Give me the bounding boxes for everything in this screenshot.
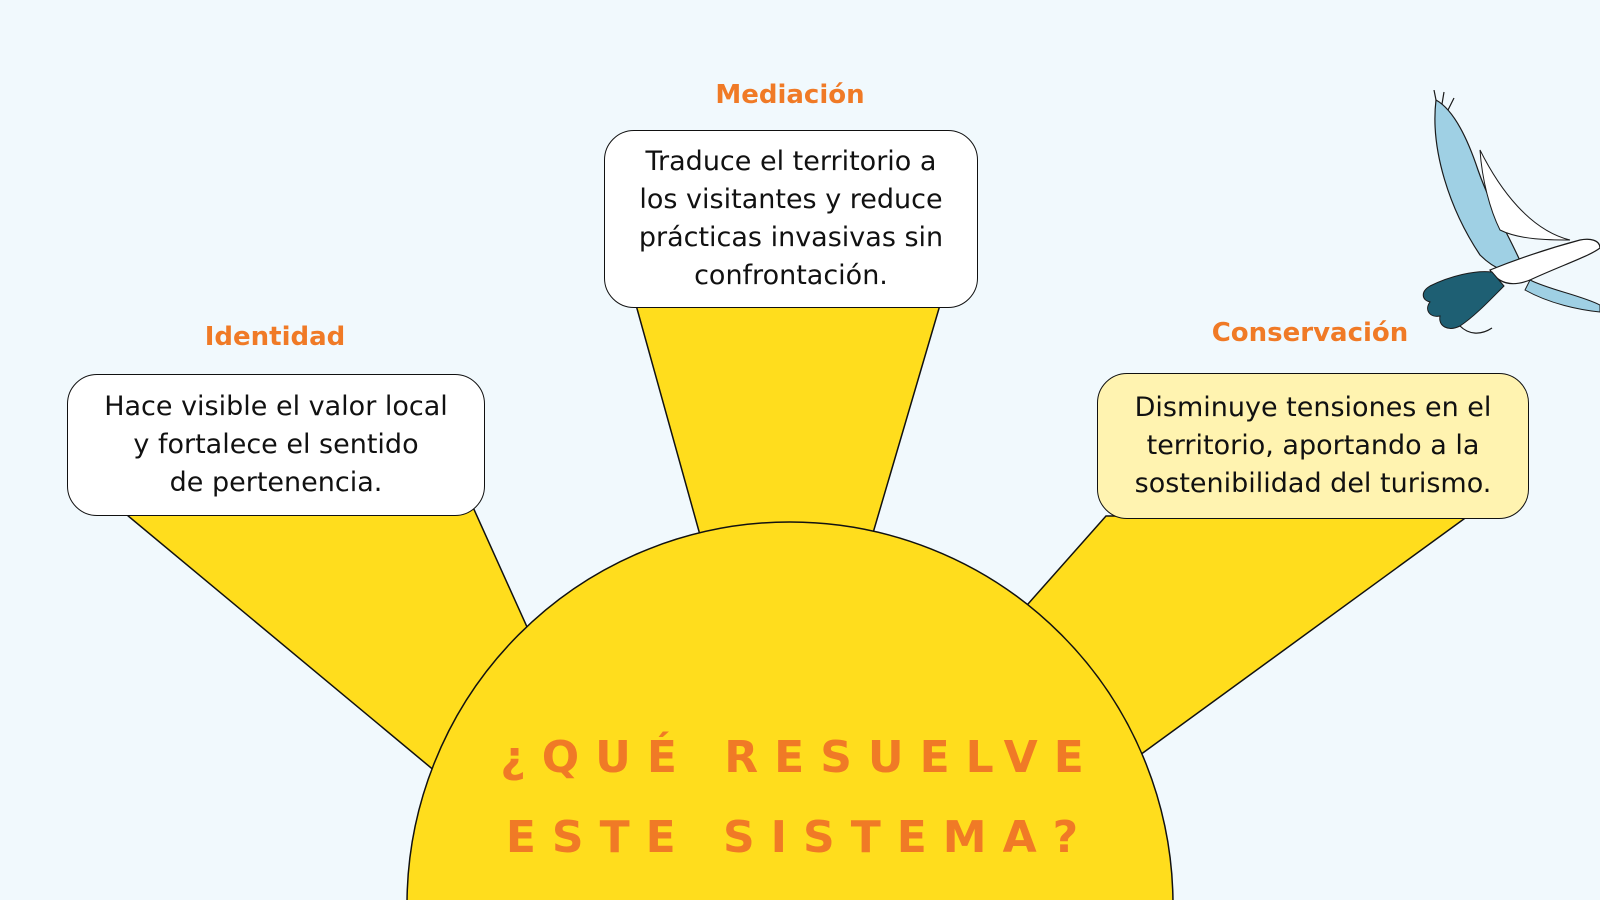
- node-box-identidad: Hace visible el valor local y fortalece …: [67, 374, 485, 516]
- node-text-line: de pertenencia.: [169, 467, 383, 498]
- node-text-line: confrontación.: [694, 260, 888, 291]
- node-text-line: Hace visible el valor local: [104, 391, 448, 422]
- node-text-line: y fortalece el sentido: [133, 429, 419, 460]
- sun-half-circle: [406, 521, 1174, 900]
- node-text-line: territorio, aportando a la: [1146, 430, 1480, 461]
- node-text-line: Disminuye tensiones en el: [1134, 392, 1492, 423]
- ray-mediacion: [635, 304, 942, 554]
- node-text-line: sostenibilidad del turismo.: [1134, 468, 1492, 499]
- flying-bird-icon: [1422, 90, 1600, 334]
- center-title: ¿QUÉ RESUELVE ESTE SISTEMA?: [500, 718, 1100, 878]
- node-text-line: Traduce el territorio a: [645, 146, 937, 177]
- node-box-mediacion: Traduce el territorio a los visitantes y…: [604, 130, 978, 308]
- node-box-conservacion: Disminuye tensiones en el territorio, ap…: [1097, 373, 1529, 519]
- node-text-line: los visitantes y reduce: [639, 184, 943, 215]
- center-title-line-2: ESTE SISTEMA?: [505, 812, 1095, 863]
- center-title-line-1: ¿QUÉ RESUELVE: [500, 732, 1100, 783]
- node-title-identidad: Identidad: [204, 322, 346, 352]
- node-title-conservacion: Conservación: [1211, 318, 1409, 348]
- node-title-mediacion: Mediación: [715, 80, 865, 110]
- node-text-line: prácticas invasivas sin: [638, 222, 944, 253]
